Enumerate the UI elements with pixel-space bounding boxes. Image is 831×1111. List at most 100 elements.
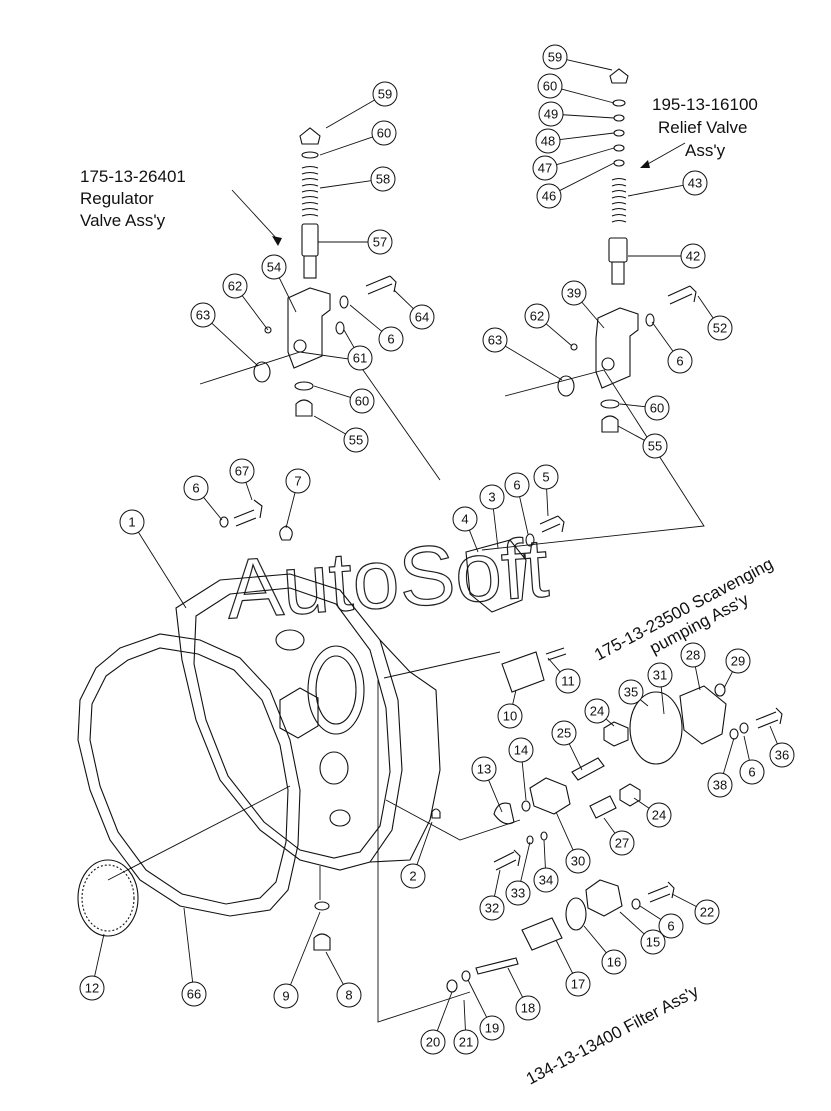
callout-8: 8	[325, 951, 362, 1008]
callout-leader	[416, 821, 433, 865]
callout-number: 13	[477, 762, 491, 777]
callout-17: 17	[555, 939, 591, 997]
callout-leader	[319, 180, 372, 189]
callout-leader	[138, 531, 187, 609]
callout-number: 62	[530, 309, 544, 324]
callout-circle	[680, 243, 706, 269]
callout-circle	[536, 183, 562, 209]
callout-leader	[313, 385, 351, 398]
callout-circle	[273, 983, 299, 1009]
callout-number: 7	[294, 474, 301, 489]
callout-38: 38	[707, 737, 735, 798]
callout-circle	[420, 1029, 446, 1055]
callout-48: 48	[535, 128, 615, 154]
callout-28: 28	[680, 642, 706, 691]
callout-number: 63	[488, 333, 502, 348]
callout-circle	[119, 509, 145, 535]
callout-layer: 5960585754626463661605559604948474643423…	[79, 44, 795, 1055]
callout-47: 47	[532, 147, 615, 181]
callout-leader	[519, 496, 529, 535]
callout-circle	[367, 229, 393, 255]
callout-circle	[533, 867, 559, 893]
callout-circle	[343, 427, 369, 453]
callout-circle	[646, 802, 672, 828]
callout-number: 21	[459, 1035, 473, 1050]
callout-leader	[555, 939, 574, 974]
callout-leader	[319, 136, 373, 156]
callout-leader	[543, 839, 546, 869]
callout-leader	[639, 699, 649, 707]
callout-15: 15	[619, 911, 666, 955]
callout-circle	[561, 280, 587, 306]
callout-leader	[617, 425, 645, 441]
callout-leader	[697, 295, 714, 319]
callout-circle	[508, 737, 534, 763]
callout-circle	[658, 913, 684, 939]
callout-circle	[640, 929, 666, 955]
callout-4: 4	[452, 506, 479, 553]
callout-number: 20	[426, 1035, 440, 1050]
callout-leader	[278, 277, 297, 313]
callout-39: 39	[561, 280, 605, 329]
callout-59: 59	[542, 44, 613, 71]
callout-62: 62	[524, 303, 573, 347]
callout-number: 33	[511, 886, 525, 901]
callout-number: 6	[748, 765, 755, 780]
callout-number: 17	[571, 977, 585, 992]
callout-number: 32	[485, 901, 499, 916]
callout-9: 9	[273, 911, 321, 1009]
callout-number: 57	[373, 235, 387, 250]
callout-leader	[639, 905, 662, 920]
callout-46: 46	[536, 162, 615, 209]
callout-leader	[555, 811, 574, 851]
callout-circle	[680, 642, 706, 668]
callout-number: 16	[607, 955, 621, 970]
callout-number: 29	[731, 654, 745, 669]
callout-circle	[667, 348, 693, 374]
callout-leader	[343, 329, 355, 348]
callout-circle	[535, 128, 561, 154]
callout-circle	[471, 756, 497, 782]
callout-leader	[393, 289, 414, 309]
callout-33: 33	[505, 841, 531, 906]
callout-circle	[371, 120, 397, 146]
callout-number: 43	[688, 176, 702, 191]
callout-number: 31	[653, 668, 667, 683]
callout-number: 6	[387, 332, 394, 347]
regulator-name-line1: Regulator	[80, 189, 154, 208]
callout-circle	[452, 506, 478, 532]
callout-circle	[261, 254, 287, 280]
callout-55: 55	[313, 415, 369, 453]
callout-leader	[211, 322, 259, 367]
callout-circle	[642, 433, 668, 459]
callout-circle	[479, 895, 505, 921]
callout-61: 61	[343, 329, 373, 371]
callout-number: 54	[267, 260, 281, 275]
callout-circle	[497, 703, 523, 729]
callout-leader	[605, 718, 615, 727]
callout-leader	[494, 869, 501, 897]
callout-leader	[547, 657, 561, 673]
callout-circle	[739, 759, 765, 785]
regulator-name-line2: Valve Ass'y	[80, 211, 166, 230]
callout-number: 22	[700, 905, 714, 920]
callout-leader	[290, 911, 321, 986]
callout-leader	[660, 686, 665, 715]
callout-24: 24	[584, 698, 615, 727]
callout-leader	[559, 162, 615, 191]
callout-circle	[618, 679, 644, 705]
callout-number: 59	[378, 87, 392, 102]
callout-number: 39	[567, 286, 581, 301]
callout-leader	[325, 951, 344, 985]
callout-leader	[562, 114, 615, 119]
callout-number: 9	[282, 989, 289, 1004]
callout-leader	[603, 817, 616, 834]
callout-leader	[512, 689, 517, 705]
callout-circle	[647, 662, 673, 688]
callout-number: 48	[541, 134, 555, 149]
callout-number: 3	[488, 490, 495, 505]
callout-60: 60	[619, 395, 670, 421]
callout-22: 22	[671, 893, 720, 925]
callout-number: 19	[485, 1021, 499, 1036]
